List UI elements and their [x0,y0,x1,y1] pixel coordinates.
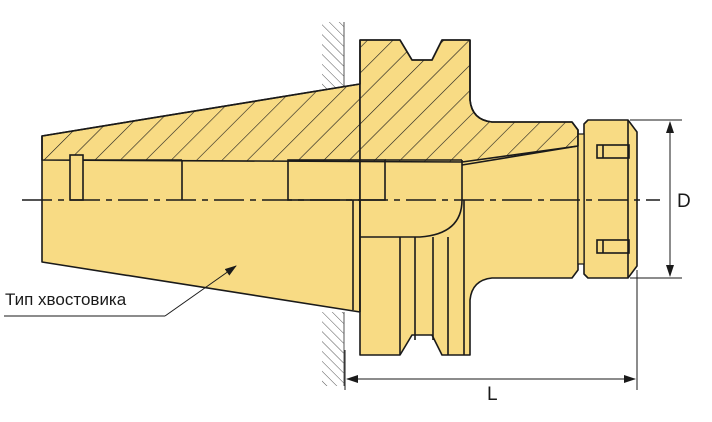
diameter-label: D [677,191,691,212]
shank-type-label: Тип хвостовика [5,290,127,309]
dimension-d [630,119,682,279]
length-label: L [487,384,498,405]
shank-leader [4,265,237,317]
spindle-wall [322,22,345,386]
section-hatching [41,39,579,163]
dimension-l [344,270,638,390]
internal-bore [69,120,630,355]
